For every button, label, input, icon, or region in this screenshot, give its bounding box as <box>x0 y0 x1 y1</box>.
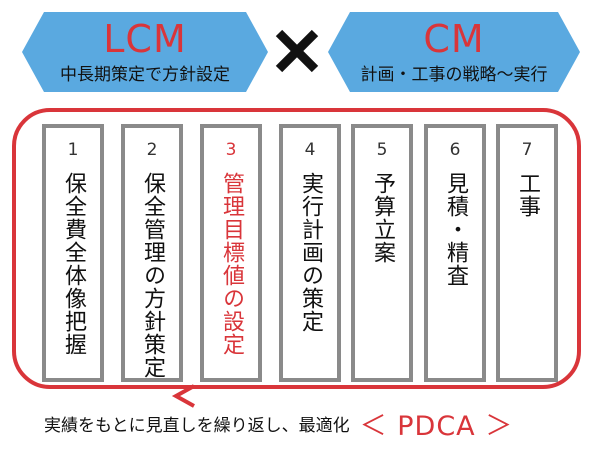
step-card-6: 6 見積・精査 <box>424 124 486 382</box>
footer: 実績をもとに見直しを繰り返し、最適化 ＜ PDCA ＞ <box>44 404 514 442</box>
lcm-subtitle: 中長期策定で方針設定 <box>60 65 230 85</box>
step-label: 保全管理の方針策定 <box>140 172 165 379</box>
step-card-7: 7 工事 <box>496 124 558 382</box>
step-card-2: 2 保全管理の方針策定 <box>121 124 183 382</box>
cm-subtitle: 計画・工事の戦略～実行 <box>360 65 548 85</box>
step-label: 管理目標値の設定 <box>219 172 244 356</box>
cm-banner: CM 計画・工事の戦略～実行 <box>328 12 580 92</box>
x-mark-icon <box>275 29 319 73</box>
lcm-banner-shape <box>22 12 268 92</box>
step-card-1: 1 保全費全体像把握 <box>42 124 104 382</box>
step-label: 予算立案 <box>370 172 395 264</box>
step-label: 実行計画の策定 <box>298 172 323 333</box>
cm-title: CM <box>423 17 485 61</box>
pdca-tag: ＜ PDCA ＞ <box>359 411 514 442</box>
step-number: 1 <box>67 140 79 160</box>
step-number: 7 <box>521 140 533 160</box>
footer-note: 実績をもとに見直しを繰り返し、最適化 <box>44 416 350 436</box>
step-number: 5 <box>376 140 388 160</box>
lcm-banner: LCM 中長期策定で方針設定 <box>22 12 268 92</box>
step-label: 工事 <box>515 172 540 218</box>
step-label: 見積・精査 <box>443 172 468 287</box>
step-label: 保全費全体像把握 <box>61 172 86 356</box>
cycle-arrow-icon <box>171 384 195 408</box>
step-card-4: 4 実行計画の策定 <box>279 124 341 382</box>
cm-banner-shape <box>328 12 580 92</box>
step-number: 3 <box>225 140 237 160</box>
step-card-5: 5 予算立案 <box>351 124 413 382</box>
step-number: 2 <box>146 140 158 160</box>
pdca-cycle-frame <box>12 108 581 389</box>
step-number: 6 <box>449 140 461 160</box>
lcm-title: LCM <box>103 17 187 61</box>
step-number: 4 <box>304 140 316 160</box>
step-card-3: 3 管理目標値の設定 <box>200 124 262 382</box>
